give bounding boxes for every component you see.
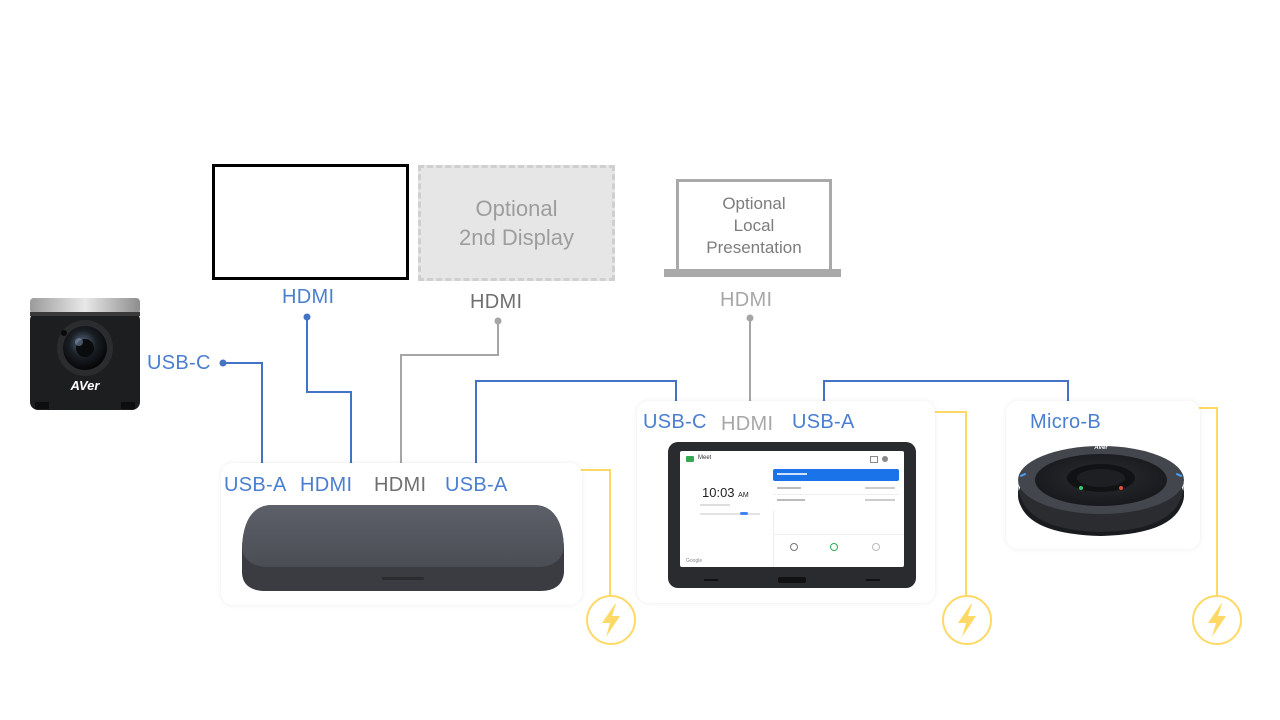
compute-hub-icon	[242, 505, 564, 591]
label-hub-hdmi-1: HDMI	[300, 474, 353, 496]
label-hdmi-laptop: HDMI	[720, 289, 773, 311]
label-usb-c-camera: USB-C	[147, 352, 211, 374]
touch-panel-usb-cable	[475, 380, 677, 466]
primary-display	[212, 164, 409, 280]
speaker-usb-cable	[823, 380, 1069, 404]
speakerphone: AVer	[1016, 440, 1186, 536]
label-hdmi-monitor: HDMI	[282, 286, 335, 308]
panel-call-icon	[830, 543, 838, 551]
laptop-label-line2: Local	[733, 216, 775, 235]
laptop-label-line1: Optional	[722, 194, 786, 213]
laptop-label-line3: Presentation	[706, 238, 802, 257]
camera: AVer	[29, 298, 141, 412]
label-panel-hdmi: HDMI	[721, 413, 774, 435]
compute-hub	[240, 503, 566, 595]
camera-brand: AVer	[70, 378, 101, 393]
panel-settings-icon	[882, 456, 888, 462]
meet-app-icon	[686, 456, 694, 462]
display2-label-line2: 2nd Display	[459, 225, 574, 250]
label-panel-usb-a: USB-A	[792, 411, 855, 433]
laptop-screen: Optional Local Presentation	[676, 179, 832, 273]
label-hub-hdmi-2: HDMI	[374, 474, 427, 496]
label-hub-usb-a-1: USB-A	[224, 474, 287, 496]
speaker-brand: AVer	[1093, 445, 1108, 451]
camera-icon: AVer	[30, 298, 140, 410]
panel-google-footer: Google	[686, 558, 703, 564]
label-hdmi-display2: HDMI	[470, 291, 523, 313]
panel-search-icon	[790, 543, 798, 551]
display2-hdmi-cable	[400, 321, 499, 466]
optional-second-display: Optional 2nd Display	[418, 165, 615, 281]
panel-event-highlight	[773, 469, 899, 481]
display2-label-line1: Optional	[475, 196, 558, 221]
touch-controller: Meet 10:03 AM Google	[668, 442, 916, 590]
monitor-hdmi-cable	[306, 317, 352, 466]
laptop-base	[664, 269, 841, 277]
panel-toggle	[740, 512, 748, 515]
label-hub-usb-a-2: USB-A	[445, 474, 508, 496]
label-speaker-micro-b: Micro-B	[1030, 411, 1101, 433]
panel-cast-icon	[870, 456, 878, 463]
power-bolt-icon	[941, 594, 993, 646]
touch-controller-screen: Meet 10:03 AM Google	[680, 451, 904, 567]
panel-clock-ampm: AM	[738, 492, 749, 499]
panel-clock-time: 10:03	[702, 485, 735, 500]
power-bolt-icon	[1191, 594, 1243, 646]
label-panel-usb-c: USB-C	[643, 411, 707, 433]
panel-clock: 10:03 AM	[702, 485, 749, 500]
camera-usb-cable	[223, 362, 263, 466]
panel-present-icon	[872, 543, 880, 551]
power-bolt-icon	[585, 594, 637, 646]
meet-app-name: Meet	[698, 455, 712, 461]
speakerphone-icon: AVer	[1018, 445, 1184, 536]
